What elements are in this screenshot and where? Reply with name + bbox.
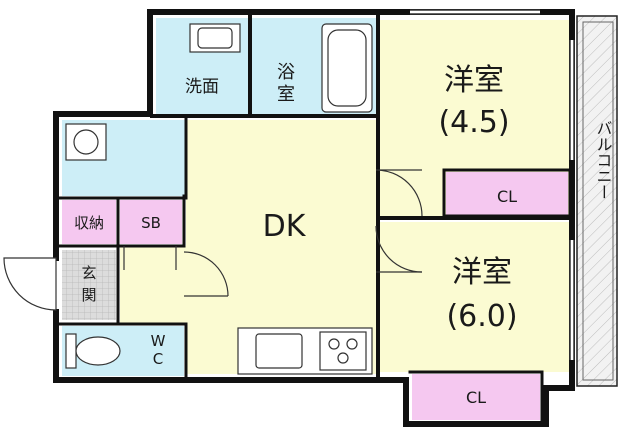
- closet-lower: [412, 374, 540, 420]
- western-room-lower-size: (6.0): [446, 299, 517, 334]
- corridor: [120, 246, 186, 324]
- wc-label-1: W: [151, 332, 166, 350]
- doors: [3, 169, 423, 311]
- closet-lower-label: CL: [466, 388, 486, 407]
- bathtub: [321, 23, 373, 113]
- western-room-upper-name: 洋室: [444, 63, 504, 98]
- washroom-label: 洗面: [185, 77, 219, 97]
- western-room-upper-size: (4.5): [438, 105, 509, 140]
- entrance-label-2: 関: [81, 286, 96, 304]
- washing-machine: [65, 123, 107, 161]
- sb-label: SB: [141, 214, 161, 232]
- entrance-label-1: 玄: [81, 264, 96, 282]
- balcony: [576, 15, 618, 387]
- western-room-lower-name: 洋室: [452, 255, 512, 290]
- sb-closet: [120, 200, 182, 244]
- dk-label: DK: [263, 209, 307, 244]
- washbasin: [189, 23, 241, 53]
- windows: [410, 9, 575, 360]
- closet-upper-label: CL: [497, 187, 517, 206]
- balcony-label: バルコニー: [594, 120, 613, 200]
- western-room-lower: [380, 222, 570, 372]
- toilet: [65, 333, 121, 369]
- closet-upper: [446, 172, 568, 216]
- storage-closet: [62, 200, 116, 244]
- wc-label-2: C: [153, 350, 163, 368]
- storage-label: 収納: [74, 214, 104, 232]
- bathroom-label-1: 浴: [277, 62, 295, 83]
- bathroom-label-2: 室: [277, 84, 295, 105]
- entrance-floor: [62, 250, 116, 320]
- walls: [53, 9, 575, 427]
- kitchen-counter: [237, 327, 373, 375]
